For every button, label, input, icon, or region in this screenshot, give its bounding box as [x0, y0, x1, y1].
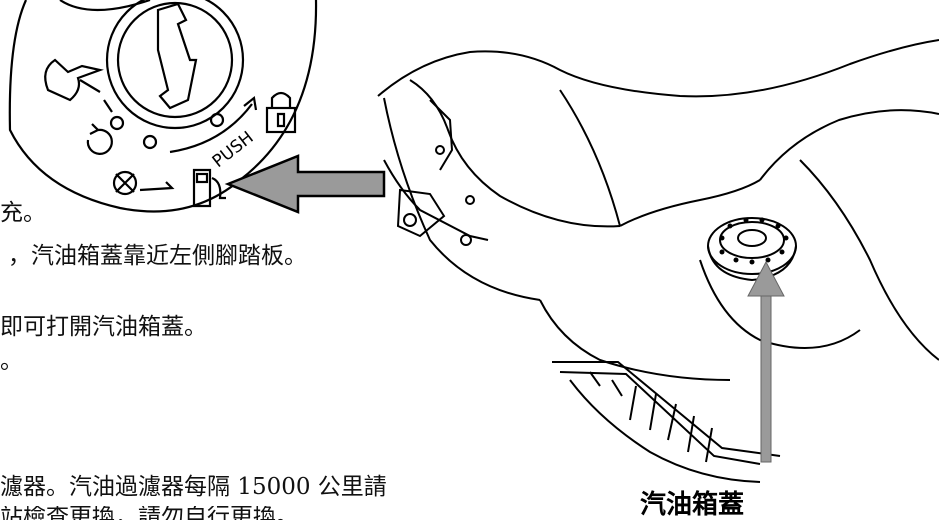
fuel-cap-caption: 汽油箱蓋: [640, 490, 745, 520]
pointer-shaft: [760, 291, 772, 463]
pointer-arrow: [747, 260, 785, 297]
cap-dots: [719, 217, 789, 265]
manual-line-3: 即可打開汽油箱蓋。: [0, 314, 207, 340]
fuel-cap-closeup: [8, 0, 318, 213]
scooter-body: [377, 39, 939, 483]
manual-line-5: 濾器。汽油過濾器每隔 15000 公里請: [0, 474, 387, 500]
push-label: PUSH: [209, 128, 258, 172]
manual-line-6: 站檢查更換，請勿自行更換。: [0, 506, 299, 520]
manual-line-2: ，汽油箱蓋靠近左側腳踏板。: [8, 243, 307, 269]
manual-line-4: 。: [0, 348, 23, 374]
manual-line-1: 充。: [0, 200, 46, 226]
callout-arrow: [224, 154, 386, 214]
